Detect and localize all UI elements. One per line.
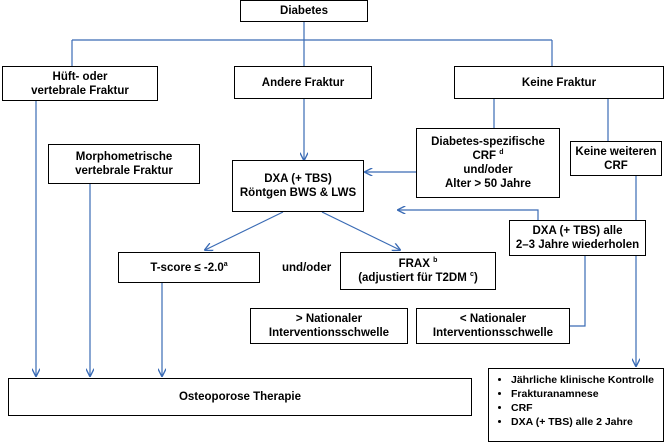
node-frax-sup: b <box>433 257 438 265</box>
node-dxa-repeat-line1: DXA (+ TBS) alle <box>532 225 623 237</box>
node-crf-sup: d <box>499 149 504 157</box>
node-frax-text: FRAX <box>398 258 430 270</box>
node-crf-line3: und/oder <box>463 164 513 176</box>
node-diabetes: Diabetes <box>240 0 368 22</box>
node-crf-line2: CRF d <box>472 149 503 163</box>
node-andere-fraktur: Andere Fraktur <box>234 66 372 99</box>
node-frax: FRAX b (adjustiert für T2DM c) <box>340 252 496 290</box>
node-hueft-line1: Hüft- oder <box>52 70 108 83</box>
followup-item: Jährliche klinische Kontrolle <box>511 373 657 387</box>
node-above-threshold: > Nationaler Interventionsschwelle <box>250 308 408 344</box>
node-followup-list: Jährliche klinische Kontrolle Frakturana… <box>488 368 664 442</box>
node-dxa-repeat: DXA (+ TBS) alle 2–3 Jahre wiederholen <box>509 220 646 256</box>
connector-below-to-repeat <box>570 256 586 327</box>
followup-item: Frakturanamnese <box>511 387 657 401</box>
node-hueft-fraktur: Hüft- oder vertebrale Fraktur <box>2 66 158 101</box>
node-crf-line4: Alter > 50 Jahre <box>445 178 531 190</box>
node-keine-weiteren-line2: CRF <box>604 159 628 172</box>
node-osteoporose-therapie: Osteoporose Therapie <box>8 378 472 416</box>
node-tscore-text: T-score ≤ -2.0 <box>150 261 224 274</box>
node-above-line1: > Nationaler <box>295 313 363 325</box>
node-keine-label: Keine Fraktur <box>521 76 597 89</box>
node-diabetes-crf: Diabetes-spezifische CRF d und/oder Alte… <box>416 128 560 198</box>
followup-item: CRF <box>511 401 657 415</box>
node-above-line2: Interventionsschwelle <box>268 327 390 339</box>
node-tscore-label: T-score ≤ -2.0a <box>150 261 227 275</box>
node-andere-label: Andere Fraktur <box>261 76 345 89</box>
node-frax-line2-post: ) <box>473 272 478 284</box>
node-therapie-label: Osteoporose Therapie <box>178 391 302 403</box>
node-morpho-line1: Morphometrische <box>75 151 173 163</box>
node-frax-line2-pre: (adjustiert für T2DM <box>358 272 467 284</box>
node-morphometrische-fraktur: Morphometrische vertebrale Fraktur <box>48 144 200 184</box>
node-diabetes-label: Diabetes <box>280 5 328 17</box>
node-crf-line2-text: CRF <box>472 150 497 162</box>
followup-item: DXA (+ TBS) alle 2 Jahre <box>511 415 657 429</box>
node-dxa-repeat-line2: 2–3 Jahre wiederholen <box>515 239 640 251</box>
node-frax-line2-sup: c <box>470 271 474 279</box>
node-keine-fraktur: Keine Fraktur <box>454 66 664 99</box>
node-dxa-line1: DXA (+ TBS) <box>264 173 332 185</box>
node-below-line1: < Nationaler <box>459 313 527 325</box>
node-frax-line1: FRAX b <box>399 257 438 271</box>
und-oder-label: und/oder <box>282 262 332 274</box>
connector-dxa-to-frax <box>321 211 400 250</box>
node-hueft-line2: vertebrale Fraktur <box>31 84 129 97</box>
node-tscore-sup: a <box>223 260 228 268</box>
node-crf-line1: Diabetes-spezifische <box>431 136 545 148</box>
node-keine-weiteren-crf: Keine weiteren CRF <box>570 141 662 176</box>
node-keine-weiteren-line1: Keine weiteren <box>575 145 657 158</box>
node-dxa: DXA (+ TBS) Röntgen BWS & LWS <box>232 160 364 212</box>
node-morpho-line2: vertebrale Fraktur <box>75 165 173 177</box>
connector-dxa-to-tscore <box>205 211 284 250</box>
connector-repeat-to-dxa <box>398 210 539 220</box>
node-dxa-line2: Röntgen BWS & LWS <box>239 187 357 199</box>
node-below-line2: Interventionsschwelle <box>432 327 554 339</box>
node-frax-line2: (adjustiert für T2DM c) <box>358 271 478 285</box>
node-below-threshold: < Nationaler Interventionsschwelle <box>416 308 570 344</box>
followup-list: Jährliche klinische Kontrolle Frakturana… <box>495 373 657 429</box>
node-tscore: T-score ≤ -2.0a <box>118 252 260 283</box>
